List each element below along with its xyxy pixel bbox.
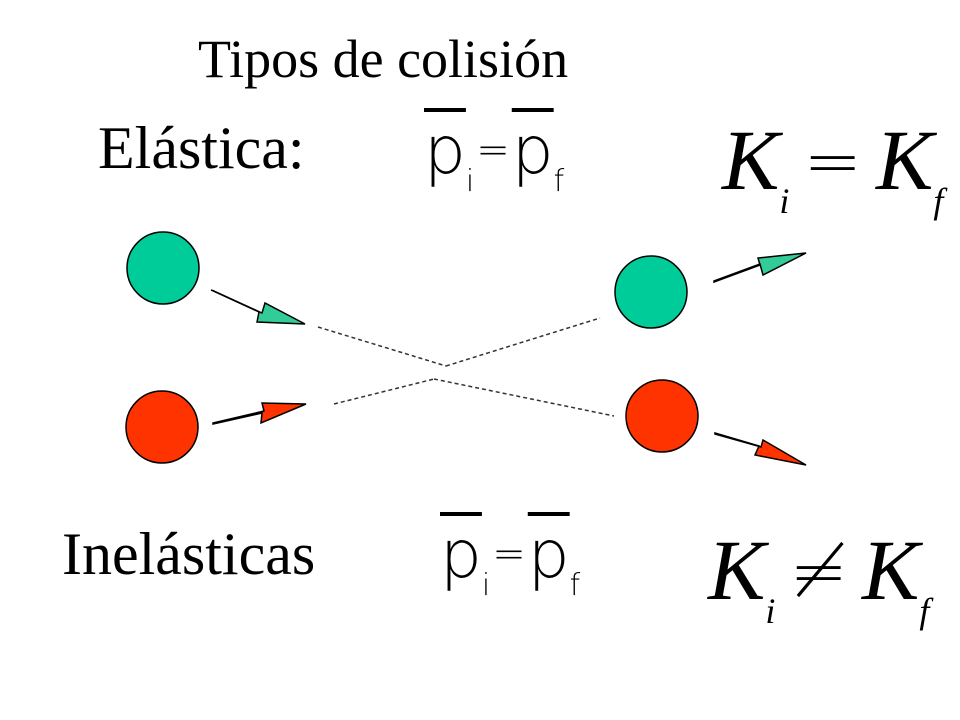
inelastic-energy-equation: Ki≠Kf xyxy=(708,520,929,632)
kinetic-energy-initial: K xyxy=(708,522,766,618)
kinetic-energy-final: K xyxy=(862,522,920,618)
red-ball-initial xyxy=(125,390,199,464)
elastic-momentum-equation: pi=pf xyxy=(424,112,564,199)
subscript-final: f xyxy=(569,568,581,603)
elastic-heading: Elástica: xyxy=(98,115,305,181)
subscript-initial: i xyxy=(765,591,776,631)
trajectory-line-green-in xyxy=(317,326,447,367)
equals-sign: = xyxy=(492,531,526,577)
slide-title: Tipos de colisión xyxy=(198,29,569,89)
momentum-symbol-initial: p xyxy=(440,516,482,593)
subscript-final: f xyxy=(933,181,944,221)
trajectory-line-green-out xyxy=(445,317,601,367)
subscript-initial: i xyxy=(481,568,491,603)
momentum-symbol-final: p xyxy=(527,516,570,593)
kinetic-energy-final: K xyxy=(876,112,934,208)
subscript-initial: i xyxy=(465,164,475,199)
trajectory-line-red-in xyxy=(333,378,435,405)
green-ball-final-velocity-arrow xyxy=(713,252,807,284)
green-ball-initial xyxy=(126,231,200,305)
inelastic-heading: Inelásticas xyxy=(62,521,316,587)
kinetic-energy-initial: K xyxy=(722,112,780,208)
momentum-symbol-final: p xyxy=(511,112,554,189)
elastic-energy-equation: Ki=Kf xyxy=(722,110,943,222)
momentum-symbol-initial: p xyxy=(424,112,466,189)
inelastic-momentum-equation: pi=pf xyxy=(440,516,580,603)
red-ball-initial-velocity-arrow xyxy=(212,402,307,425)
subscript-final: f xyxy=(919,591,930,631)
subscript-final: f xyxy=(553,164,565,199)
not-equal-sign: ≠ xyxy=(789,530,849,612)
equals-sign: = xyxy=(476,127,510,173)
trajectory-line-red-out xyxy=(433,378,615,417)
subscript-initial: i xyxy=(779,181,790,221)
red-ball-final xyxy=(625,379,699,453)
equals-sign: = xyxy=(803,120,863,202)
green-ball-final xyxy=(614,255,688,329)
green-ball-initial-velocity-arrow xyxy=(210,289,306,325)
red-ball-final-velocity-arrow xyxy=(714,431,807,466)
